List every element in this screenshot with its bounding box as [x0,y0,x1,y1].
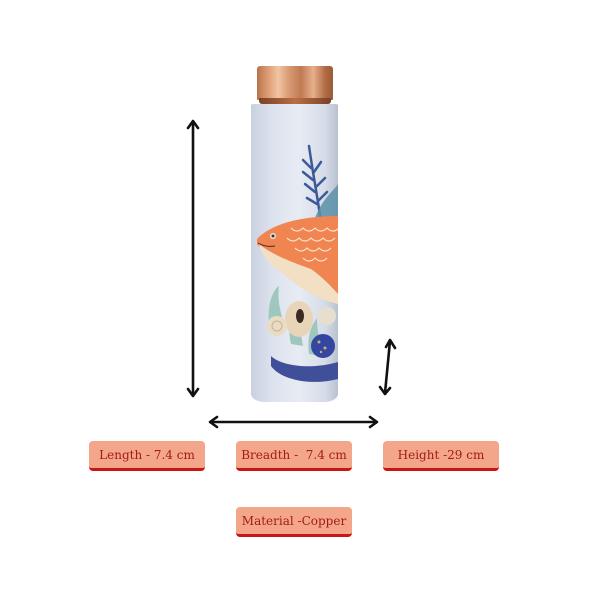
length-badge: Length - 7.4 cm [89,441,205,471]
copper-cap [257,66,333,100]
small-vertical-arrow-icon [378,338,397,396]
koi-fish-artwork [257,144,338,382]
product-bottle-image [251,66,338,402]
height-label: Height -29 cm [397,447,485,462]
bottle-neck [259,98,331,104]
breadth-label: Breadth - 7.4 cm [241,447,347,462]
material-label: Material -Copper [241,513,347,528]
length-label: Length - 7.4 cm [99,447,195,462]
height-badge: Height -29 cm [383,441,499,471]
breadth-badge: Breadth - 7.4 cm [236,441,352,471]
breadth-arrow-icon [208,415,379,429]
bottle-body [251,104,338,402]
material-badge: Material -Copper [236,507,352,537]
height-arrow-icon [186,119,200,398]
